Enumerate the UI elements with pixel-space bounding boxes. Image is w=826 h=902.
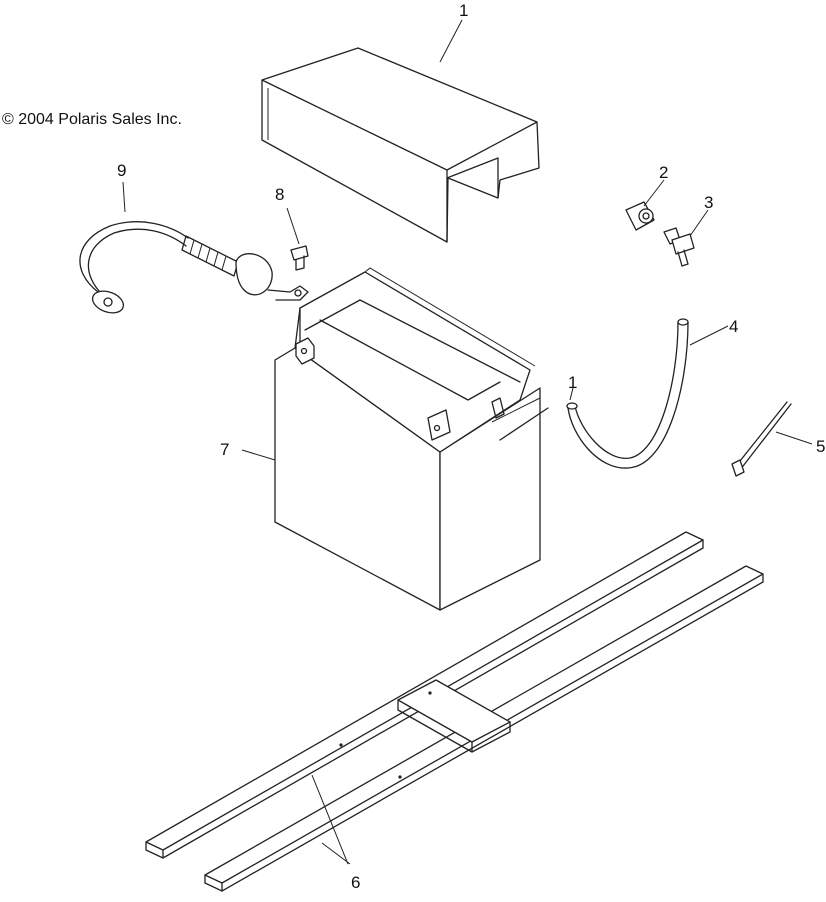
callout-4: 4 xyxy=(729,317,738,336)
part-4-vent-tube xyxy=(566,318,689,469)
callout-8: 8 xyxy=(275,185,284,204)
callout-3: 3 xyxy=(704,193,713,212)
callout-5: 5 xyxy=(816,437,825,456)
leader-6a xyxy=(311,774,349,865)
callout-1b: 1 xyxy=(568,373,577,392)
leader-5 xyxy=(775,431,813,445)
part-9-battery-cable xyxy=(79,221,309,314)
leader-1b xyxy=(569,387,574,401)
leader-1 xyxy=(439,19,463,63)
leader-2 xyxy=(643,179,665,207)
callout-9: 9 xyxy=(117,161,126,180)
leader-4 xyxy=(689,325,729,346)
callout-7: 7 xyxy=(220,440,229,459)
leader-8 xyxy=(286,207,300,245)
part-8-terminal-screw xyxy=(290,245,309,271)
part-6-battery-straps xyxy=(145,531,764,892)
leader-6b xyxy=(321,842,351,865)
part-5-cable-tie xyxy=(731,401,792,477)
part-2-vent-fitting xyxy=(625,201,655,231)
callout-6: 6 xyxy=(351,873,360,892)
callout-2: 2 xyxy=(659,163,668,182)
leader-9 xyxy=(122,181,126,213)
part-7-battery xyxy=(274,267,549,611)
callout-1: 1 xyxy=(459,1,468,20)
leader-7 xyxy=(241,449,276,461)
part-3-elbow-fitting xyxy=(663,227,695,267)
copyright-text: © 2004 Polaris Sales Inc. xyxy=(2,111,182,128)
leader-3 xyxy=(689,209,709,237)
part-1-battery-cover xyxy=(261,47,540,243)
